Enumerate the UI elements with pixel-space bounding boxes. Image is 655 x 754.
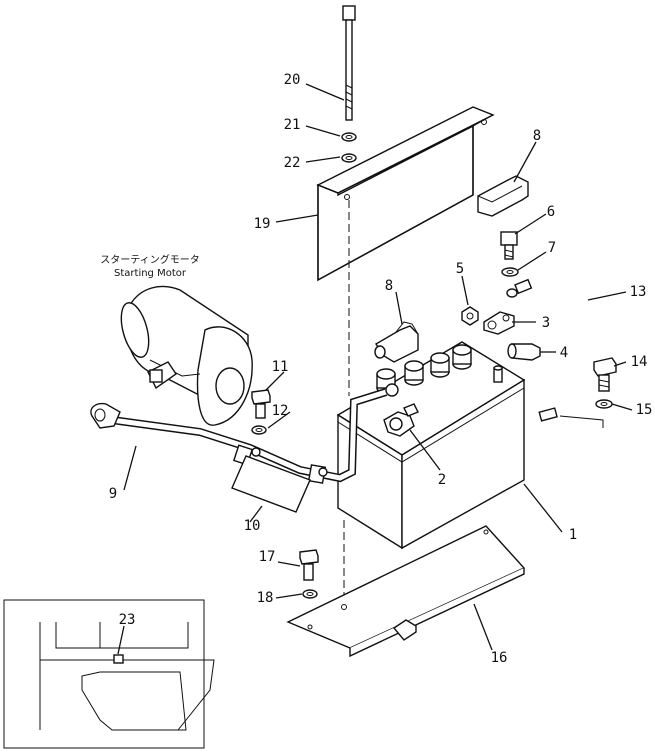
callout-8-upper: 8 bbox=[533, 128, 541, 144]
callout-16: 16 bbox=[491, 650, 508, 666]
callout-8-lower: 8 bbox=[385, 278, 393, 294]
callout-20: 20 bbox=[284, 72, 301, 88]
callout-21: 21 bbox=[284, 117, 301, 133]
terminal-washer bbox=[501, 267, 519, 277]
callout-17: 17 bbox=[259, 549, 276, 565]
cable-clamp-bracket bbox=[231, 455, 311, 513]
terminal-clamp bbox=[483, 311, 515, 335]
battery bbox=[336, 341, 526, 550]
cover-bolt bbox=[299, 549, 319, 581]
callout-1: 1 bbox=[569, 527, 577, 543]
flat-washer bbox=[341, 153, 357, 163]
callout-5: 5 bbox=[456, 261, 464, 277]
mounting-washer-right bbox=[595, 399, 613, 409]
callout-10: 10 bbox=[244, 518, 261, 534]
terminal-bolt bbox=[500, 231, 518, 260]
mounting-bolt-left bbox=[251, 389, 271, 419]
terminal-cover-lower bbox=[374, 321, 419, 363]
battery-hold-bracket bbox=[316, 106, 495, 282]
callout-14: 14 bbox=[631, 354, 648, 370]
cover-washer bbox=[302, 589, 318, 599]
callout-2: 2 bbox=[438, 472, 446, 488]
mounting-washer-left bbox=[251, 425, 267, 435]
callout-15: 15 bbox=[636, 402, 653, 418]
callout-19: 19 bbox=[254, 216, 271, 232]
battery-cover-plate bbox=[286, 525, 526, 658]
battery-cable-positive bbox=[506, 263, 604, 428]
starting-motor-caption-jp: スターティングモータ bbox=[100, 253, 199, 266]
spring-washer bbox=[341, 132, 357, 142]
battery-filler-caps bbox=[376, 344, 503, 394]
callout-13: 13 bbox=[630, 284, 647, 300]
callout-11: 11 bbox=[272, 359, 289, 375]
callout-9: 9 bbox=[109, 486, 117, 502]
callout-3: 3 bbox=[542, 315, 550, 331]
terminal-nut bbox=[461, 306, 479, 326]
starting-motor-caption-en: Starting Motor bbox=[114, 268, 187, 279]
inset-location-view bbox=[3, 599, 215, 749]
callout-18: 18 bbox=[257, 590, 274, 606]
mounting-bolt-right bbox=[593, 357, 617, 392]
starting-motor bbox=[120, 285, 253, 426]
long-bolt bbox=[342, 5, 356, 121]
callout-4: 4 bbox=[560, 345, 568, 361]
terminal-cover-upper bbox=[477, 175, 529, 217]
callout-12: 12 bbox=[272, 403, 289, 419]
battery-cable-starter bbox=[90, 383, 399, 484]
callout-22: 22 bbox=[284, 155, 301, 171]
battery-terminal-clamp bbox=[383, 403, 419, 437]
callout-labels: 20 21 22 19 8 6 7 5 8 3 4 13 14 15 2 1 1… bbox=[109, 72, 653, 666]
callout-7: 7 bbox=[548, 240, 556, 256]
callout-6: 6 bbox=[547, 204, 555, 220]
clamp-bolt bbox=[507, 343, 541, 361]
callout-leader-lines bbox=[117, 83, 633, 655]
callout-23: 23 bbox=[119, 612, 136, 628]
